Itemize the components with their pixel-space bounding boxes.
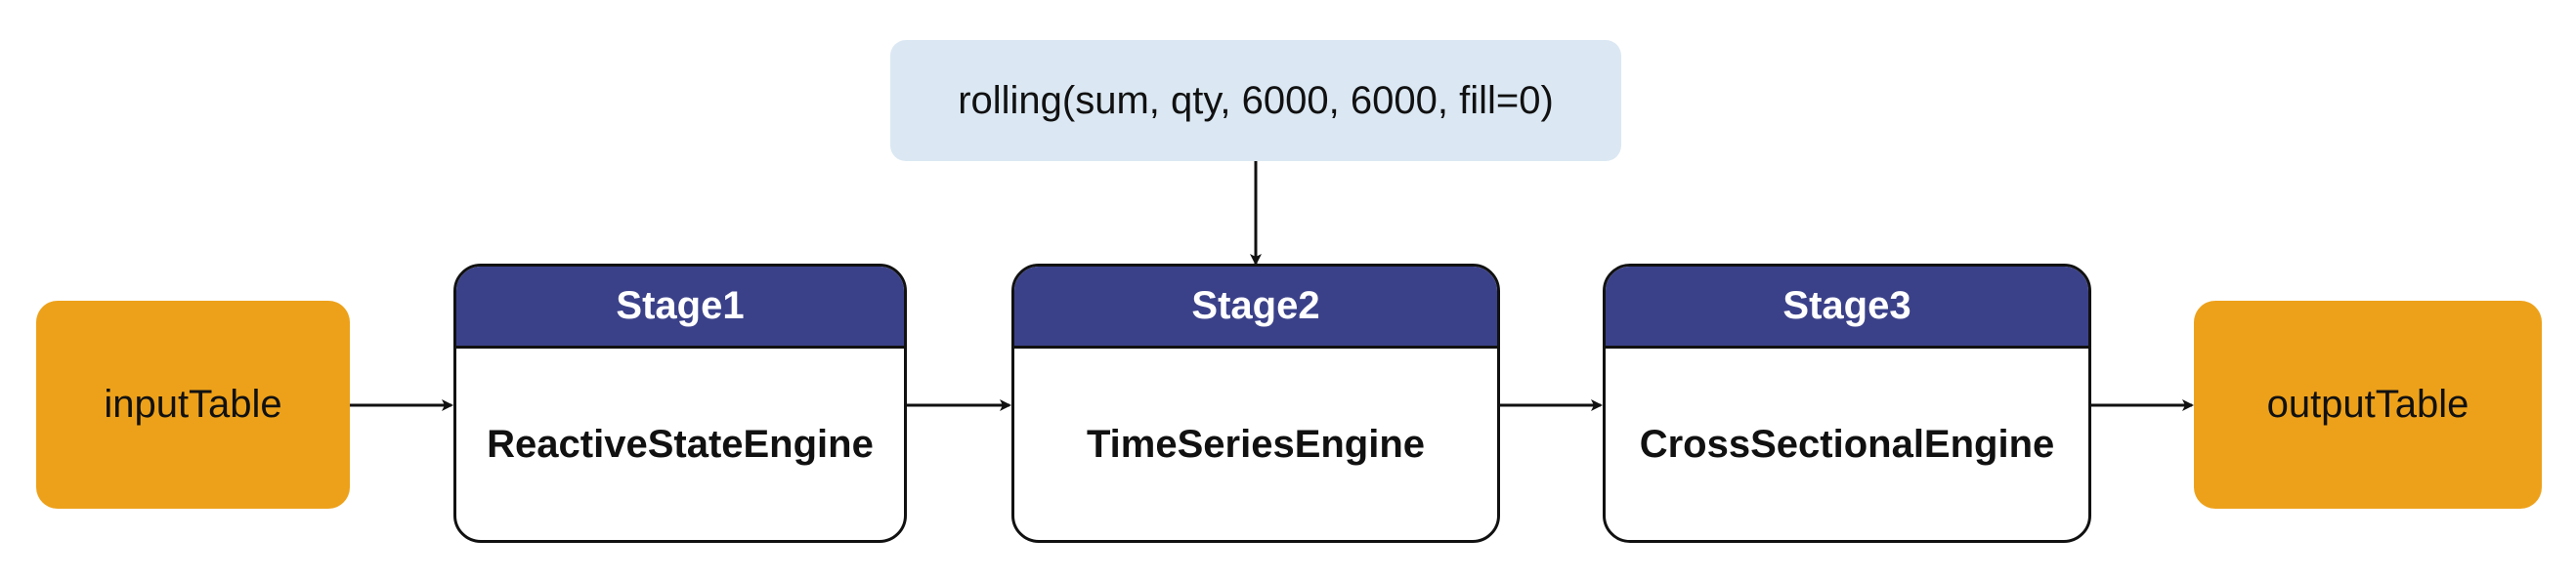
stage2-node: Stage2 TimeSeriesEngine — [1011, 264, 1500, 543]
output-table-label: outputTable — [2266, 383, 2469, 426]
input-table-label: inputTable — [104, 383, 282, 426]
output-table-node: outputTable — [2194, 301, 2542, 509]
stage3-engine: CrossSectionalEngine — [1639, 422, 2055, 466]
stage1-node: Stage1 ReactiveStateEngine — [453, 264, 907, 543]
rolling-note-node: rolling(sum, qty, 6000, 6000, fill=0) — [890, 40, 1621, 161]
stage1-engine: ReactiveStateEngine — [487, 422, 874, 466]
stage3-node: Stage3 CrossSectionalEngine — [1603, 264, 2091, 543]
input-table-node: inputTable — [36, 301, 350, 509]
rolling-note-label: rolling(sum, qty, 6000, 6000, fill=0) — [958, 78, 1554, 122]
stage1-header: Stage1 — [456, 267, 904, 349]
stage2-header: Stage2 — [1014, 267, 1497, 349]
stage2-engine: TimeSeriesEngine — [1086, 422, 1426, 466]
stage3-header: Stage3 — [1606, 267, 2088, 349]
